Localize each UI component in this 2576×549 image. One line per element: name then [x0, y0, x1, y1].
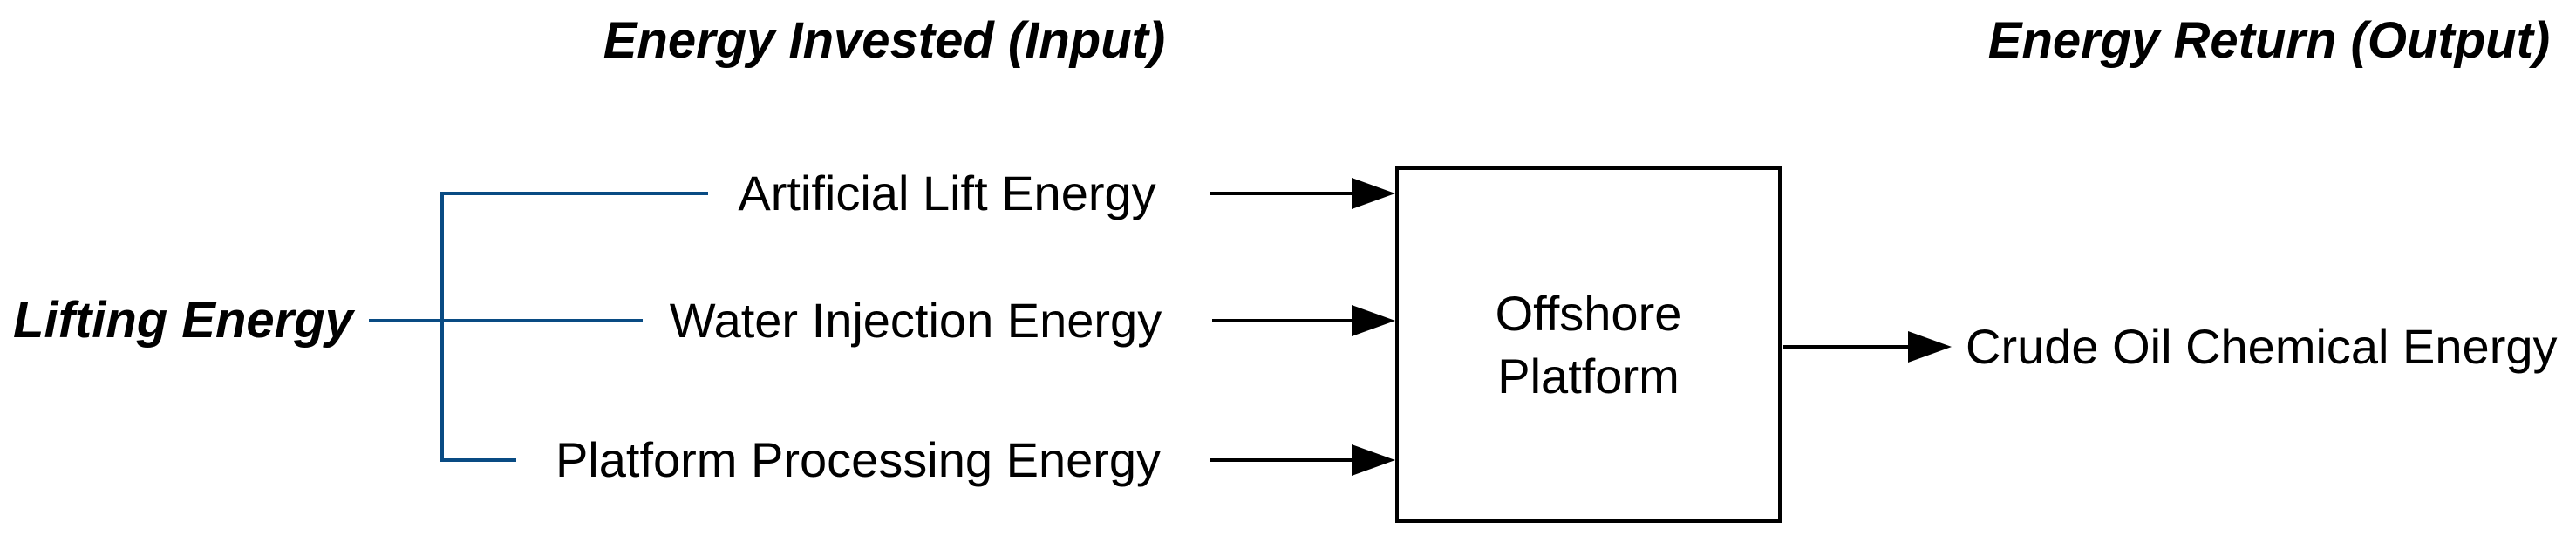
output-arrow — [1783, 331, 1952, 363]
output-label-crude-oil: Crude Oil Chemical Energy — [1966, 319, 2558, 374]
arrowhead-platform-processing-icon — [1352, 444, 1395, 476]
input-label-platform-processing: Platform Processing Energy — [555, 432, 1162, 487]
arrowhead-water-injection-icon — [1352, 305, 1395, 336]
lifting-energy-label: Lifting Energy — [13, 292, 353, 349]
input-label-artificial-lift: Artificial Lift Energy — [738, 166, 1156, 220]
header-energy-invested: Energy Invested (Input) — [603, 12, 1166, 69]
arrowhead-crude-oil-icon — [1908, 331, 1952, 363]
input-arrows — [1210, 178, 1395, 476]
offshore-platform-label: Offshore Platform — [1495, 285, 1682, 403]
arrowhead-artificial-lift-icon — [1352, 178, 1395, 209]
header-energy-return: Energy Return (Output) — [1987, 12, 2551, 69]
lifting-energy-bracket — [369, 192, 708, 462]
offshore-platform-box: Offshore Platform — [1395, 166, 1782, 523]
input-label-water-injection: Water Injection Energy — [669, 293, 1162, 348]
